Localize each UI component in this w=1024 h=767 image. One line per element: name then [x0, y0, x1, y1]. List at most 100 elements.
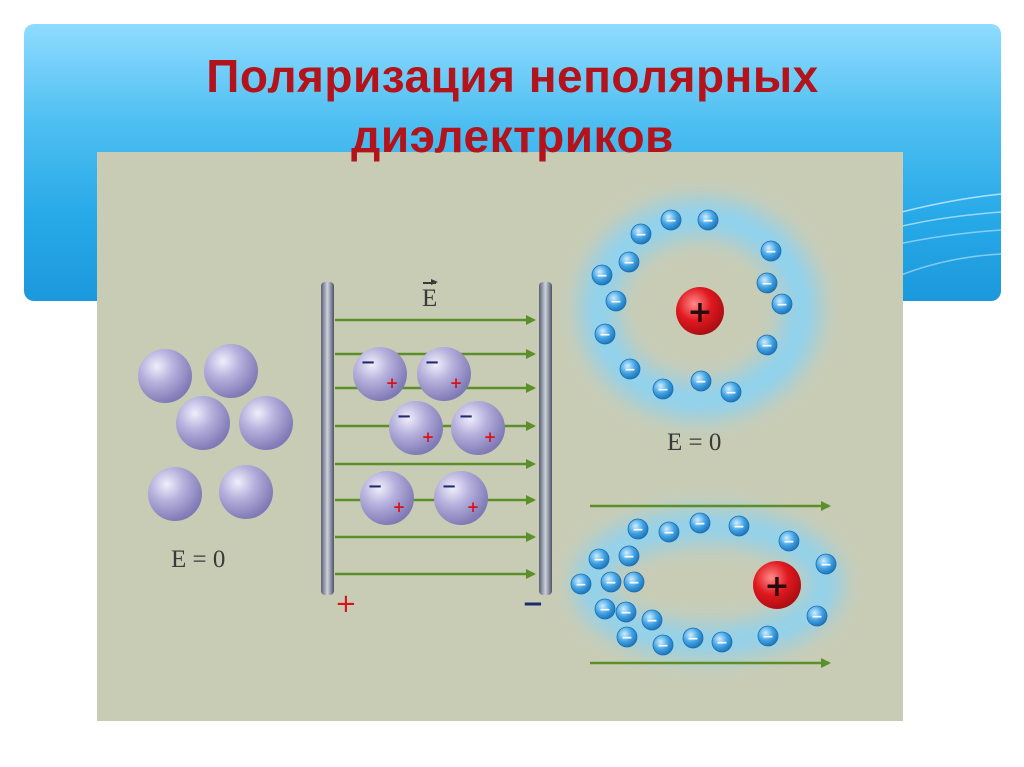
dipole-plus-sign: + — [422, 428, 435, 446]
electron — [689, 512, 711, 534]
dipole-plus-sign: + — [393, 498, 406, 516]
electron-sign: − — [635, 227, 647, 243]
polarized-molecule — [353, 347, 407, 401]
nucleus-sign: + — [764, 569, 789, 604]
zero-field-text-left: E = 0 — [171, 546, 226, 573]
field-vector-label: E — [422, 279, 439, 313]
electron-sign: − — [687, 631, 699, 647]
electron — [690, 370, 712, 392]
electron-sign: − — [765, 244, 777, 260]
electron — [682, 627, 704, 649]
molecule — [219, 465, 273, 519]
molecule — [204, 344, 258, 398]
polarization-figure: −+−+−+−+−+−+ −−−−−−−−−−−−−−−−−−−−−−−−−−−… — [97, 152, 903, 721]
electron-sign: − — [605, 575, 617, 591]
capacitor-plate-negative — [539, 282, 552, 595]
electron — [627, 518, 649, 540]
dipole-minus-sign: − — [458, 406, 473, 427]
electron — [594, 598, 616, 620]
electron-sign: − — [820, 557, 832, 573]
electron-sign: − — [761, 276, 773, 292]
capacitor-plate-positive — [321, 282, 334, 595]
electron — [658, 521, 680, 543]
electron — [720, 381, 742, 403]
electron — [806, 605, 828, 627]
electron — [618, 251, 640, 273]
electron — [697, 209, 719, 231]
electron-sign: − — [596, 268, 608, 284]
molecule — [138, 349, 192, 403]
electron-sign: − — [762, 629, 774, 645]
slide-title-line-2: диэлектриков — [351, 110, 674, 162]
dipole-minus-sign: − — [424, 352, 439, 373]
electron — [605, 290, 627, 312]
molecule — [176, 396, 230, 450]
molecule — [148, 467, 202, 521]
molecule — [239, 396, 293, 450]
electron-sign: − — [811, 609, 823, 625]
electron-sign: − — [725, 385, 737, 401]
dipole-minus-sign: − — [441, 476, 456, 497]
zero-field-label-atom: E = 0 — [667, 429, 721, 457]
electron-sign: − — [733, 519, 745, 535]
polarization-diagram: −+−+−+−+−+−+ −−−−−−−−−−−−−−−−−−−−−−−−−−−… — [138, 200, 841, 668]
electron — [815, 553, 837, 575]
electron-sign: − — [663, 525, 675, 541]
electron-sign: − — [624, 362, 636, 378]
electron — [756, 334, 778, 356]
electron-sign: − — [694, 516, 706, 532]
electron-sign: − — [716, 635, 728, 651]
electron — [771, 293, 793, 315]
electron — [594, 323, 616, 345]
electron — [623, 571, 645, 593]
electron-sign: − — [776, 297, 788, 313]
dipole-plus-sign: + — [484, 428, 497, 446]
electron-sign: − — [695, 374, 707, 390]
electron — [616, 626, 638, 648]
dipole-plus-sign: + — [450, 374, 463, 392]
slide-title-line-1: Поляризация неполярных — [206, 50, 819, 102]
electron-sign: − — [610, 294, 622, 310]
electron — [615, 601, 637, 623]
dipole-minus-sign: − — [367, 476, 382, 497]
electron-sign: − — [599, 602, 611, 618]
electron-sign: − — [702, 213, 714, 229]
electron-sign: − — [646, 613, 658, 629]
nucleus — [676, 287, 724, 335]
polarized-molecule — [451, 401, 505, 455]
polarized-molecule — [417, 347, 471, 401]
electron-sign: − — [599, 327, 611, 343]
electron — [756, 272, 778, 294]
zero-field-text-atom: E = 0 — [667, 429, 722, 456]
electron — [660, 209, 682, 231]
electron-sign: − — [623, 255, 635, 271]
dipole-plus-sign: + — [386, 374, 399, 392]
electron-sign: − — [623, 549, 635, 565]
electron — [591, 264, 613, 286]
polarized-molecule — [360, 471, 414, 525]
nucleus-sign: + — [687, 295, 712, 330]
dipole-plus-sign: + — [467, 498, 480, 516]
electron-sign: − — [783, 534, 795, 550]
electron — [711, 631, 733, 653]
plate-negative-sign: − — [522, 589, 544, 619]
electron — [641, 609, 663, 631]
electron-sign: − — [761, 338, 773, 354]
electron-sign: − — [575, 577, 587, 593]
field-vector-letter: E — [422, 279, 439, 312]
electron-sign: − — [632, 522, 644, 538]
electron — [618, 545, 640, 567]
dipole-minus-sign: − — [360, 352, 375, 373]
electron — [600, 571, 622, 593]
electron — [757, 625, 779, 647]
electron — [652, 634, 674, 656]
electron-sign: − — [593, 552, 605, 568]
electron-sign: − — [628, 575, 640, 591]
plate-positive-sign: + — [335, 589, 357, 619]
electron — [778, 530, 800, 552]
electron — [760, 240, 782, 262]
electron — [588, 548, 610, 570]
electron — [570, 573, 592, 595]
electron-sign: − — [657, 382, 669, 398]
nucleus-shifted — [753, 561, 801, 609]
